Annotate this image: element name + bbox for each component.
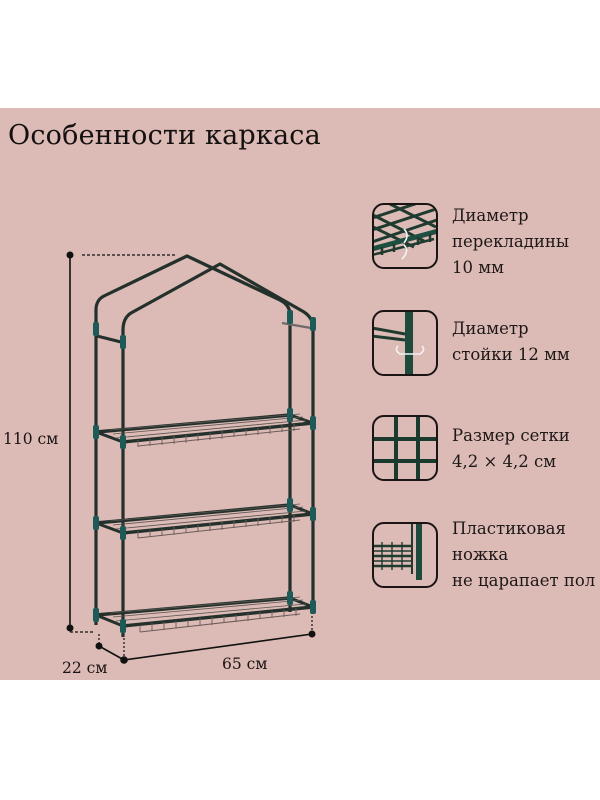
feature-text: Размер сетки 4,2 × 4,2 см xyxy=(452,426,570,471)
feature-text: Диаметр перекладины 10 мм xyxy=(452,206,570,277)
depth-label: 22 см xyxy=(62,659,108,677)
mesh-size-icon xyxy=(372,415,438,481)
shelves xyxy=(95,413,314,633)
height-dimension-line xyxy=(66,251,175,633)
page-title: Особенности каркаса xyxy=(8,120,321,151)
feature-plastic-foot: Пластиковая ножка не царапает пол xyxy=(372,519,600,594)
feature-mesh-size: Размер сетки 4,2 × 4,2 см xyxy=(372,415,600,485)
height-label: 110 см xyxy=(3,430,59,448)
post-diameter-icon xyxy=(372,310,438,376)
plastic-foot-icon xyxy=(372,522,438,588)
feature-post-diameter: Диаметр стойки 12 мм xyxy=(372,310,600,380)
product-info-panel: Особенности каркаса xyxy=(0,108,600,680)
crossbar-diameter-icon xyxy=(372,203,438,269)
connectors xyxy=(93,310,316,633)
width-label: 65 см xyxy=(222,655,268,673)
feature-text: Диаметр стойки 12 мм xyxy=(452,319,570,364)
feature-text: Пластиковая ножка не царапает пол xyxy=(452,519,596,590)
base-dimension-lines xyxy=(95,612,316,664)
feature-crossbar-diameter: Диаметр перекладины 10 мм xyxy=(372,203,600,283)
